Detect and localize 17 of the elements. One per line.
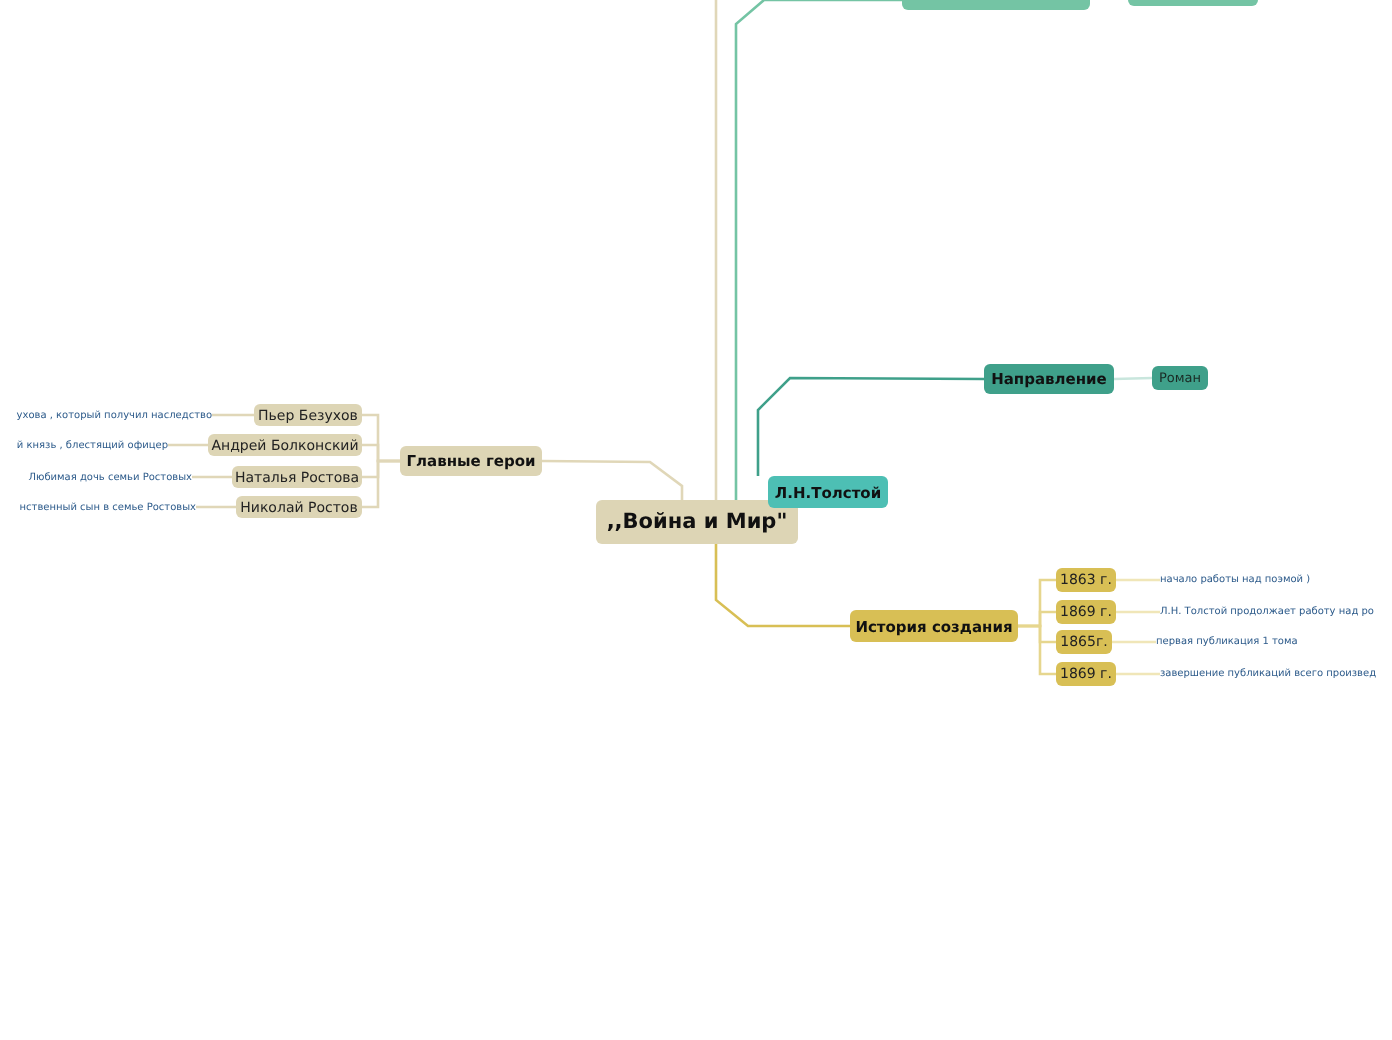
connector-line [1112, 640, 1156, 644]
connector-line [1116, 610, 1160, 614]
connector-line [362, 459, 400, 509]
central-topic: ,,Война и Мир" [596, 500, 798, 544]
connector-line [212, 413, 254, 417]
connector-line [714, 544, 850, 628]
connector-line [1116, 578, 1160, 582]
connector-line [734, 0, 902, 500]
connector-line [714, 0, 718, 500]
connector-line [756, 376, 984, 476]
connector-line [1116, 672, 1160, 676]
connector-line [1018, 624, 1056, 676]
connector-line [192, 475, 232, 479]
connector-line [196, 505, 236, 509]
connector-line [168, 443, 208, 447]
connector-line [1113, 376, 1153, 381]
connector-line [542, 459, 684, 500]
